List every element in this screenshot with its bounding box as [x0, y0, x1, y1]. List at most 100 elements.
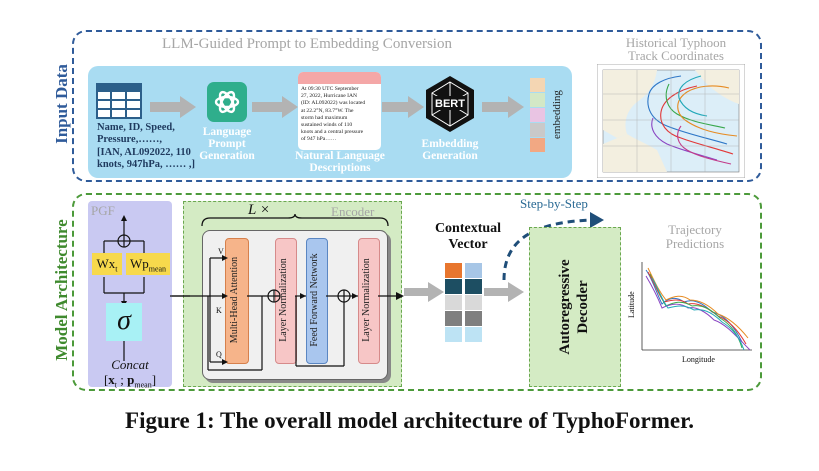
- values-line-2: knots, 947hPa, …… ,]: [97, 159, 196, 170]
- figure-caption: Figure 1: The overall model architecture…: [125, 408, 694, 433]
- arrow-icon: [404, 282, 444, 302]
- embedding-cell: [530, 93, 545, 107]
- concat-p: p: [127, 372, 135, 387]
- concat-p-sub: mean: [134, 380, 152, 390]
- concat-x: x: [108, 372, 115, 387]
- input-data-label: Input Data: [52, 64, 71, 144]
- latitude-label: Latitude: [627, 291, 636, 318]
- htc-line-2: Track Coordinates: [628, 48, 724, 63]
- concat-sep: ;: [117, 372, 128, 387]
- arrow-icon: [484, 282, 524, 302]
- concat-label: Concat: [111, 357, 149, 372]
- description-line: sustained winds of 110: [301, 122, 353, 129]
- q-label: Q: [216, 350, 222, 359]
- ffn-box: [306, 238, 328, 364]
- context-cell: [465, 295, 482, 310]
- fields-line-1: Name, ID, Speed,: [97, 122, 175, 133]
- input-data-title: LLM-Guided Prompt to Embedding Conversio…: [162, 36, 452, 52]
- bert-logo-icon: BERT: [426, 76, 474, 132]
- lpg-line-1: Language: [202, 126, 252, 138]
- encoder-label: Encoder: [331, 204, 375, 219]
- l-times-label: L ×: [248, 202, 270, 218]
- emb-gen-line-2: Generation: [422, 150, 478, 162]
- typhoon-track-map: [597, 64, 745, 178]
- wp-text: Wp: [129, 256, 149, 271]
- llm-logo-icon: [207, 82, 247, 122]
- context-cell: [445, 279, 462, 294]
- description-line: 27, 2022, Hurricane IAN: [301, 93, 358, 100]
- concat-formula: [xt ; pmean]: [103, 372, 157, 390]
- context-cell: [445, 263, 462, 278]
- embedding-cell: [530, 78, 545, 92]
- embedding-cell: [530, 108, 545, 122]
- model-architecture-label: Model Architecture: [52, 219, 71, 361]
- description-line: At 09:30 UTC September: [301, 86, 359, 92]
- step-label: Step-by-Step: [520, 196, 588, 211]
- context-cell: [465, 263, 482, 278]
- encoder-brace: [201, 214, 389, 227]
- context-cell: [465, 279, 482, 294]
- arrow-icon: [252, 96, 298, 118]
- arrow-icon: [482, 96, 524, 118]
- step-arrow: [502, 212, 604, 281]
- context-label: Contextual Vector: [420, 221, 516, 253]
- mha-box: [225, 238, 249, 364]
- emb-gen-label: Embedding Generation: [410, 138, 490, 162]
- arrow-icon: [150, 96, 196, 118]
- context-vector-left: [445, 263, 462, 343]
- context-cell: [465, 311, 482, 326]
- wp-sub: mean: [148, 264, 167, 274]
- values-text: [IAN, AL092022, 110 knots, 947hPa, …… ,]: [97, 147, 195, 171]
- htc-line-1: Historical Typhoon: [625, 35, 727, 50]
- values-line-1: [IAN, AL092022, 110: [97, 147, 191, 158]
- context-line-2: Vector: [448, 237, 488, 252]
- lpg-label: Language Prompt Generation: [196, 126, 258, 162]
- trajectory-plot: Latitude Longitude: [627, 262, 752, 364]
- context-cell: [445, 327, 462, 342]
- concat-x-sub: t: [114, 380, 118, 390]
- description-line: of 947 hPa……: [301, 136, 337, 143]
- wx-text: Wx: [96, 256, 116, 271]
- description-line: knots and a central pressure: [301, 129, 364, 136]
- decoder-line-2: Decoder: [575, 280, 591, 334]
- embedding-cell: [530, 138, 545, 152]
- traj-line-1: Trajectory: [668, 222, 722, 237]
- decoder-block: [529, 227, 621, 387]
- embedding-label: embedding: [551, 90, 563, 139]
- wp-box: Wpmean: [126, 253, 170, 275]
- emb-gen-line-1: Embedding: [421, 138, 479, 150]
- description-line: storm had maximum: [301, 114, 348, 121]
- context-line-1: Contextual: [434, 221, 502, 236]
- input-data-panel: [72, 30, 762, 182]
- longitude-label: Longitude: [682, 355, 715, 364]
- traj-line-2: Predictions: [665, 236, 725, 251]
- lpg-line-2: Prompt: [208, 138, 246, 150]
- pgf-label: PGF: [91, 203, 115, 218]
- decoder-line-1: Autoregressive: [557, 259, 573, 355]
- wx-box: Wxt: [92, 253, 122, 275]
- embedding-vector: [530, 78, 545, 153]
- decoder-label: Autoregressive Decoder: [556, 227, 594, 387]
- context-cell: [445, 295, 462, 310]
- fields-text: Name, ID, Speed, Pressure,……,: [97, 122, 175, 146]
- k-label: K: [216, 306, 222, 315]
- description-card-header: [298, 72, 381, 84]
- context-cell: [445, 311, 462, 326]
- context-vector-right: [465, 263, 482, 343]
- v-label: V: [218, 247, 224, 256]
- arrow-icon: [382, 96, 424, 118]
- embedding-cell: [530, 123, 545, 137]
- nld-label: Natural Language Descriptions: [288, 150, 392, 174]
- nld-line-2: Descriptions: [309, 162, 371, 174]
- model-architecture-panel: [72, 193, 762, 391]
- context-cell: [465, 327, 482, 342]
- wx-sub: t: [115, 264, 118, 274]
- fields-line-2: Pressure,……,: [97, 134, 162, 145]
- ln2-box: [358, 238, 380, 364]
- nld-line-1: Natural Language: [295, 150, 385, 162]
- sigma-box: σ: [106, 303, 142, 341]
- description-line: (ID: AL092022) was located: [301, 100, 366, 107]
- pgf-block: [88, 201, 172, 387]
